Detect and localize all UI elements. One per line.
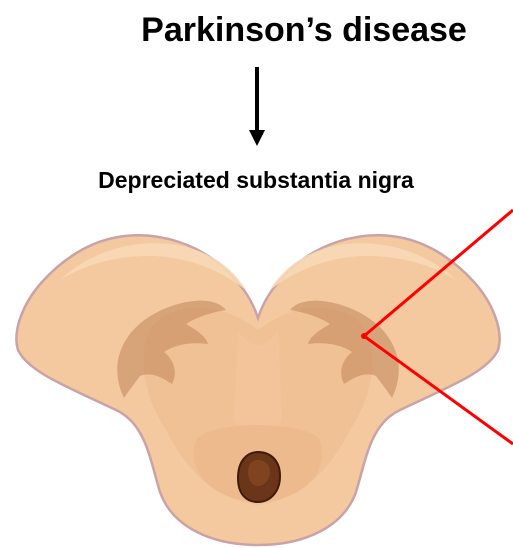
pointer-origin-dot	[361, 333, 367, 339]
midline-shade	[234, 330, 282, 435]
